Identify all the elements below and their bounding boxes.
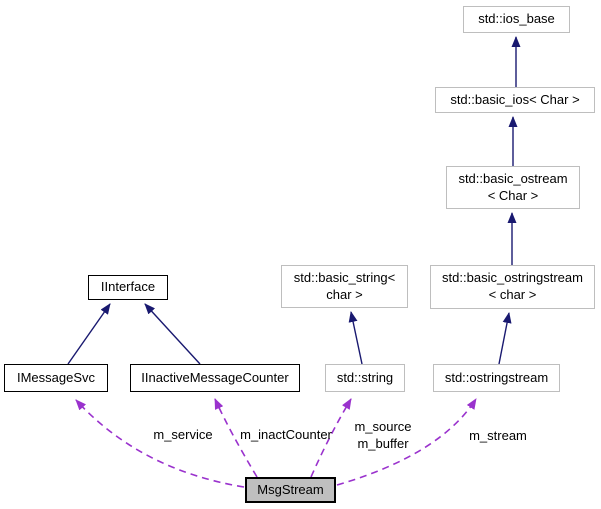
edge-iinactivemessagecounter-to-iinterface: [144, 303, 201, 365]
node-imessagesvc[interactable]: IMessageSvc: [4, 364, 108, 392]
edge-std-string-to-basic-string: [348, 311, 363, 365]
node-iinterface[interactable]: IInterface: [88, 275, 168, 300]
edge-imessagesvc-to-iinterface: [67, 303, 111, 365]
node-std-basic-ostringstream: std::basic_ostringstream < char >: [430, 265, 595, 309]
edge-msgstream-m-inactcounter: [214, 398, 258, 478]
node-std-ios-base: std::ios_base: [463, 6, 570, 33]
node-std-ostringstream: std::ostringstream: [433, 364, 560, 392]
edge-label-m-service: m_service: [153, 427, 213, 442]
node-std-basic-ostream: std::basic_ostream < Char >: [446, 166, 580, 209]
edge-std-ostringstream-to-basic-ostringstream: [498, 312, 512, 365]
edge-label-m-inactcounter: m_inactCounter: [240, 427, 332, 442]
edge-label-m-source-m-buffer: m_source m_buffer: [354, 419, 412, 452]
node-std-basic-ios: std::basic_ios< Char >: [435, 87, 595, 113]
node-iinactivemessagecounter[interactable]: IInactiveMessageCounter: [130, 364, 300, 392]
node-std-basic-string: std::basic_string< char >: [281, 265, 408, 308]
edge-msgstream-m-service: [75, 399, 245, 488]
edge-label-m-stream: m_stream: [469, 428, 527, 443]
node-msgstream: MsgStream: [245, 477, 336, 503]
node-std-string: std::string: [325, 364, 405, 392]
edge-msgstream-m-stream: [336, 398, 477, 486]
